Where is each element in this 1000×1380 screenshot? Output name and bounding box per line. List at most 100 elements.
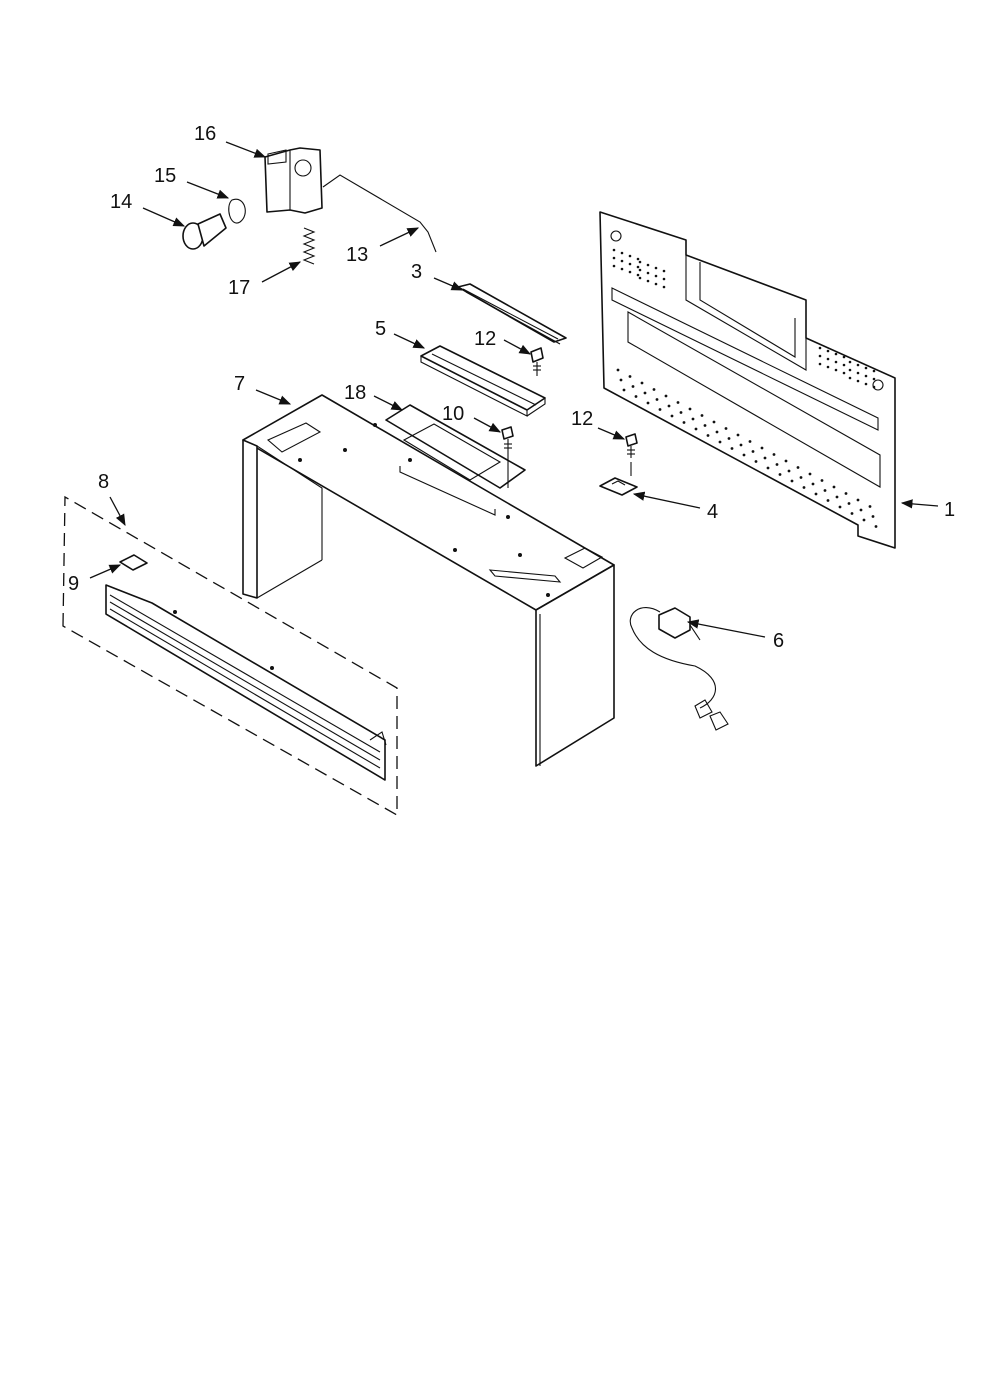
perforation [848, 368, 852, 372]
perforation [811, 482, 815, 486]
perforation [634, 395, 638, 398]
perforation [850, 512, 854, 515]
callout-1: 1 [944, 499, 955, 521]
callout-6: 6 [773, 630, 784, 652]
callout-14: 14 [110, 191, 132, 213]
perforation [778, 473, 782, 476]
perforation [654, 282, 658, 286]
perforation [787, 469, 791, 473]
part-13-wire [322, 174, 437, 253]
perforation [727, 437, 731, 440]
part-17-spring [302, 227, 316, 265]
perforation [802, 486, 806, 489]
perforation [628, 270, 632, 274]
perforation [818, 362, 822, 366]
perforation [748, 440, 752, 443]
perforation [844, 492, 848, 495]
perforation [826, 357, 830, 361]
perforation [646, 263, 650, 267]
perforation [654, 266, 658, 270]
part-8-grille-group [62, 495, 398, 817]
callout-17: 17 [228, 277, 250, 299]
perforation [862, 518, 866, 522]
perforation [638, 260, 642, 264]
perforation [739, 443, 743, 447]
perforation [864, 366, 868, 370]
perforation [662, 277, 666, 281]
perforation [676, 401, 680, 404]
perforation [620, 259, 624, 263]
perforation [751, 450, 755, 453]
part-12-screw-upper [530, 347, 544, 376]
perforation [654, 274, 658, 278]
callout-3: 3 [411, 261, 422, 283]
perforation [628, 375, 632, 378]
perforation [820, 479, 824, 482]
callout-15: 15 [154, 165, 176, 187]
perforation [646, 401, 650, 405]
perforation [742, 453, 746, 457]
perforation [655, 398, 659, 401]
perforation [640, 381, 644, 385]
perforation [636, 273, 640, 277]
perforation [636, 257, 640, 261]
part-14-button [182, 213, 227, 250]
callout-12-lower: 12 [571, 408, 593, 430]
perforation [730, 447, 734, 450]
perforation [612, 256, 616, 260]
perforation [718, 440, 722, 444]
callout-13: 13 [346, 244, 368, 266]
perforation [712, 420, 716, 424]
perforation [868, 505, 872, 508]
perforation [818, 346, 822, 350]
perforation [706, 434, 710, 437]
callout-5: 5 [375, 318, 386, 340]
perforation [814, 492, 818, 496]
perforation [842, 363, 846, 367]
perforation [763, 456, 767, 460]
perforation [616, 368, 620, 372]
perforation [694, 427, 698, 431]
part-3-strip [457, 283, 567, 345]
perforation [622, 388, 626, 392]
part-10-screw [501, 426, 514, 488]
perforation [823, 489, 827, 492]
perforation [662, 269, 666, 273]
perforation [643, 391, 647, 395]
perforation [834, 352, 838, 356]
part-9-label [119, 554, 148, 571]
perforation [636, 265, 640, 269]
perforation [612, 248, 616, 252]
perforation [842, 355, 846, 359]
perforation [620, 267, 624, 271]
perforation [658, 408, 662, 411]
perforation [859, 508, 863, 512]
callout-9: 9 [68, 573, 79, 595]
callout-8: 8 [98, 471, 109, 493]
perforation [872, 385, 876, 389]
perforation [826, 499, 830, 502]
perforation [646, 279, 650, 283]
part-12-screw-lower [625, 433, 638, 476]
perforation [619, 378, 623, 382]
perforation [796, 466, 800, 469]
perforation [834, 368, 838, 372]
perforation [848, 376, 852, 380]
callout-12-upper: 12 [474, 328, 496, 350]
perforation [700, 414, 704, 417]
perforation [856, 379, 860, 383]
perforation [826, 349, 830, 353]
part-1-mounting-plate [599, 211, 896, 549]
part-6-wire-harness [629, 607, 729, 731]
perforation [766, 466, 770, 470]
leader-lines [89, 141, 939, 638]
perforation [775, 463, 779, 466]
perforation [856, 363, 860, 367]
perforation [799, 476, 803, 479]
perforation [670, 414, 674, 418]
perforation [691, 417, 695, 421]
perforation [638, 268, 642, 272]
perforation [847, 502, 851, 505]
perforation [667, 404, 671, 408]
perforation [646, 271, 650, 275]
